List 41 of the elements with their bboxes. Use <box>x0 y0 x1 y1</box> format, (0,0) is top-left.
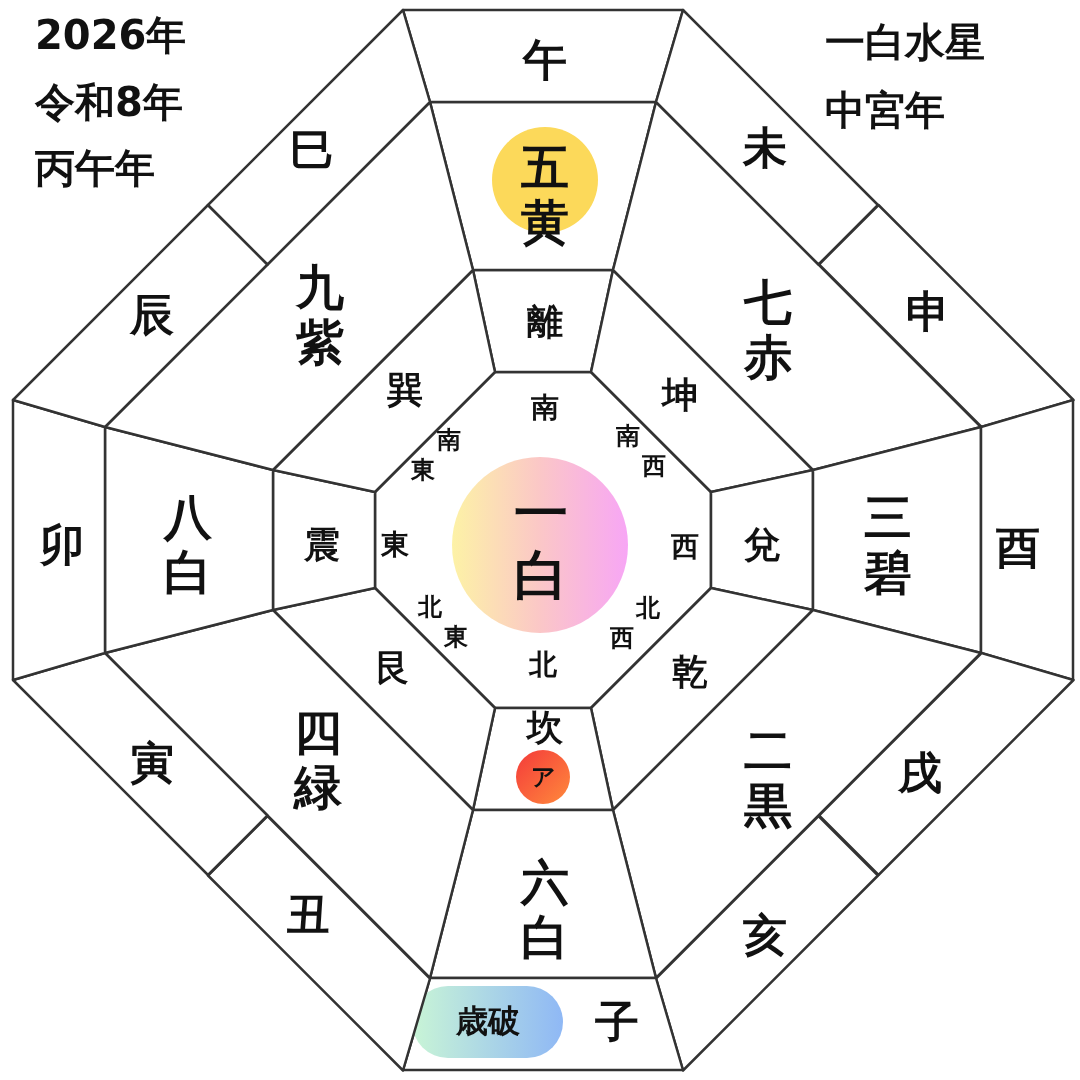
zodiac-label: 子 <box>595 997 639 1047</box>
zodiac-label: 亥 <box>743 910 787 960</box>
trigram-label: 巽 <box>387 370 423 410</box>
direction-label: 西 <box>671 531 699 563</box>
zodiac-label: 酉 <box>996 523 1040 573</box>
heading-text: 丙午年 <box>35 148 155 188</box>
trigram-label: 坤 <box>662 375 698 415</box>
star-label: 七赤 <box>744 274 792 386</box>
heading-text: 令和8年 <box>35 82 183 122</box>
zodiac-label: 未 <box>743 123 787 173</box>
star-label: 八白 <box>164 489 212 601</box>
direction-label: 東 <box>381 529 409 561</box>
heading-text: 2026年 <box>35 15 187 55</box>
trigram-label: 坎 <box>527 708 563 748</box>
zodiac-label: 戌 <box>898 748 942 798</box>
heading-text: 中宮年 <box>825 90 945 130</box>
zodiac-label: 辰 <box>130 290 174 340</box>
trigram-label: 離 <box>527 302 563 342</box>
star-label: 一白 <box>514 482 568 608</box>
direction-label: 北東 <box>418 593 469 653</box>
trigram-label: 艮 <box>375 648 411 688</box>
direction-label: 北西 <box>610 594 661 654</box>
zodiac-label: 丑 <box>286 890 330 940</box>
zodiac-label: 卯 <box>40 520 84 570</box>
direction-label: 南 <box>531 392 559 424</box>
star-label: 二黒 <box>744 722 792 834</box>
zodiac-label: 午 <box>523 35 567 85</box>
star-label: 六白 <box>521 854 569 966</box>
direction-label: 南西 <box>616 422 667 482</box>
trigram-label: 震 <box>304 525 340 565</box>
star-label: 九紫 <box>296 259 344 371</box>
direction-label: 南東 <box>411 426 462 486</box>
zodiac-label: 寅 <box>130 738 174 788</box>
trigram-label: 乾 <box>672 652 708 692</box>
star-label: 四緑 <box>294 704 342 816</box>
zodiac-label: 巳 <box>290 125 334 175</box>
trigram-label: 兌 <box>744 525 780 565</box>
star-label: 三碧 <box>864 489 912 601</box>
heading-text: 一白水星 <box>825 22 985 62</box>
direction-label: 北 <box>529 649 557 681</box>
zodiac-label: 申 <box>906 287 950 337</box>
